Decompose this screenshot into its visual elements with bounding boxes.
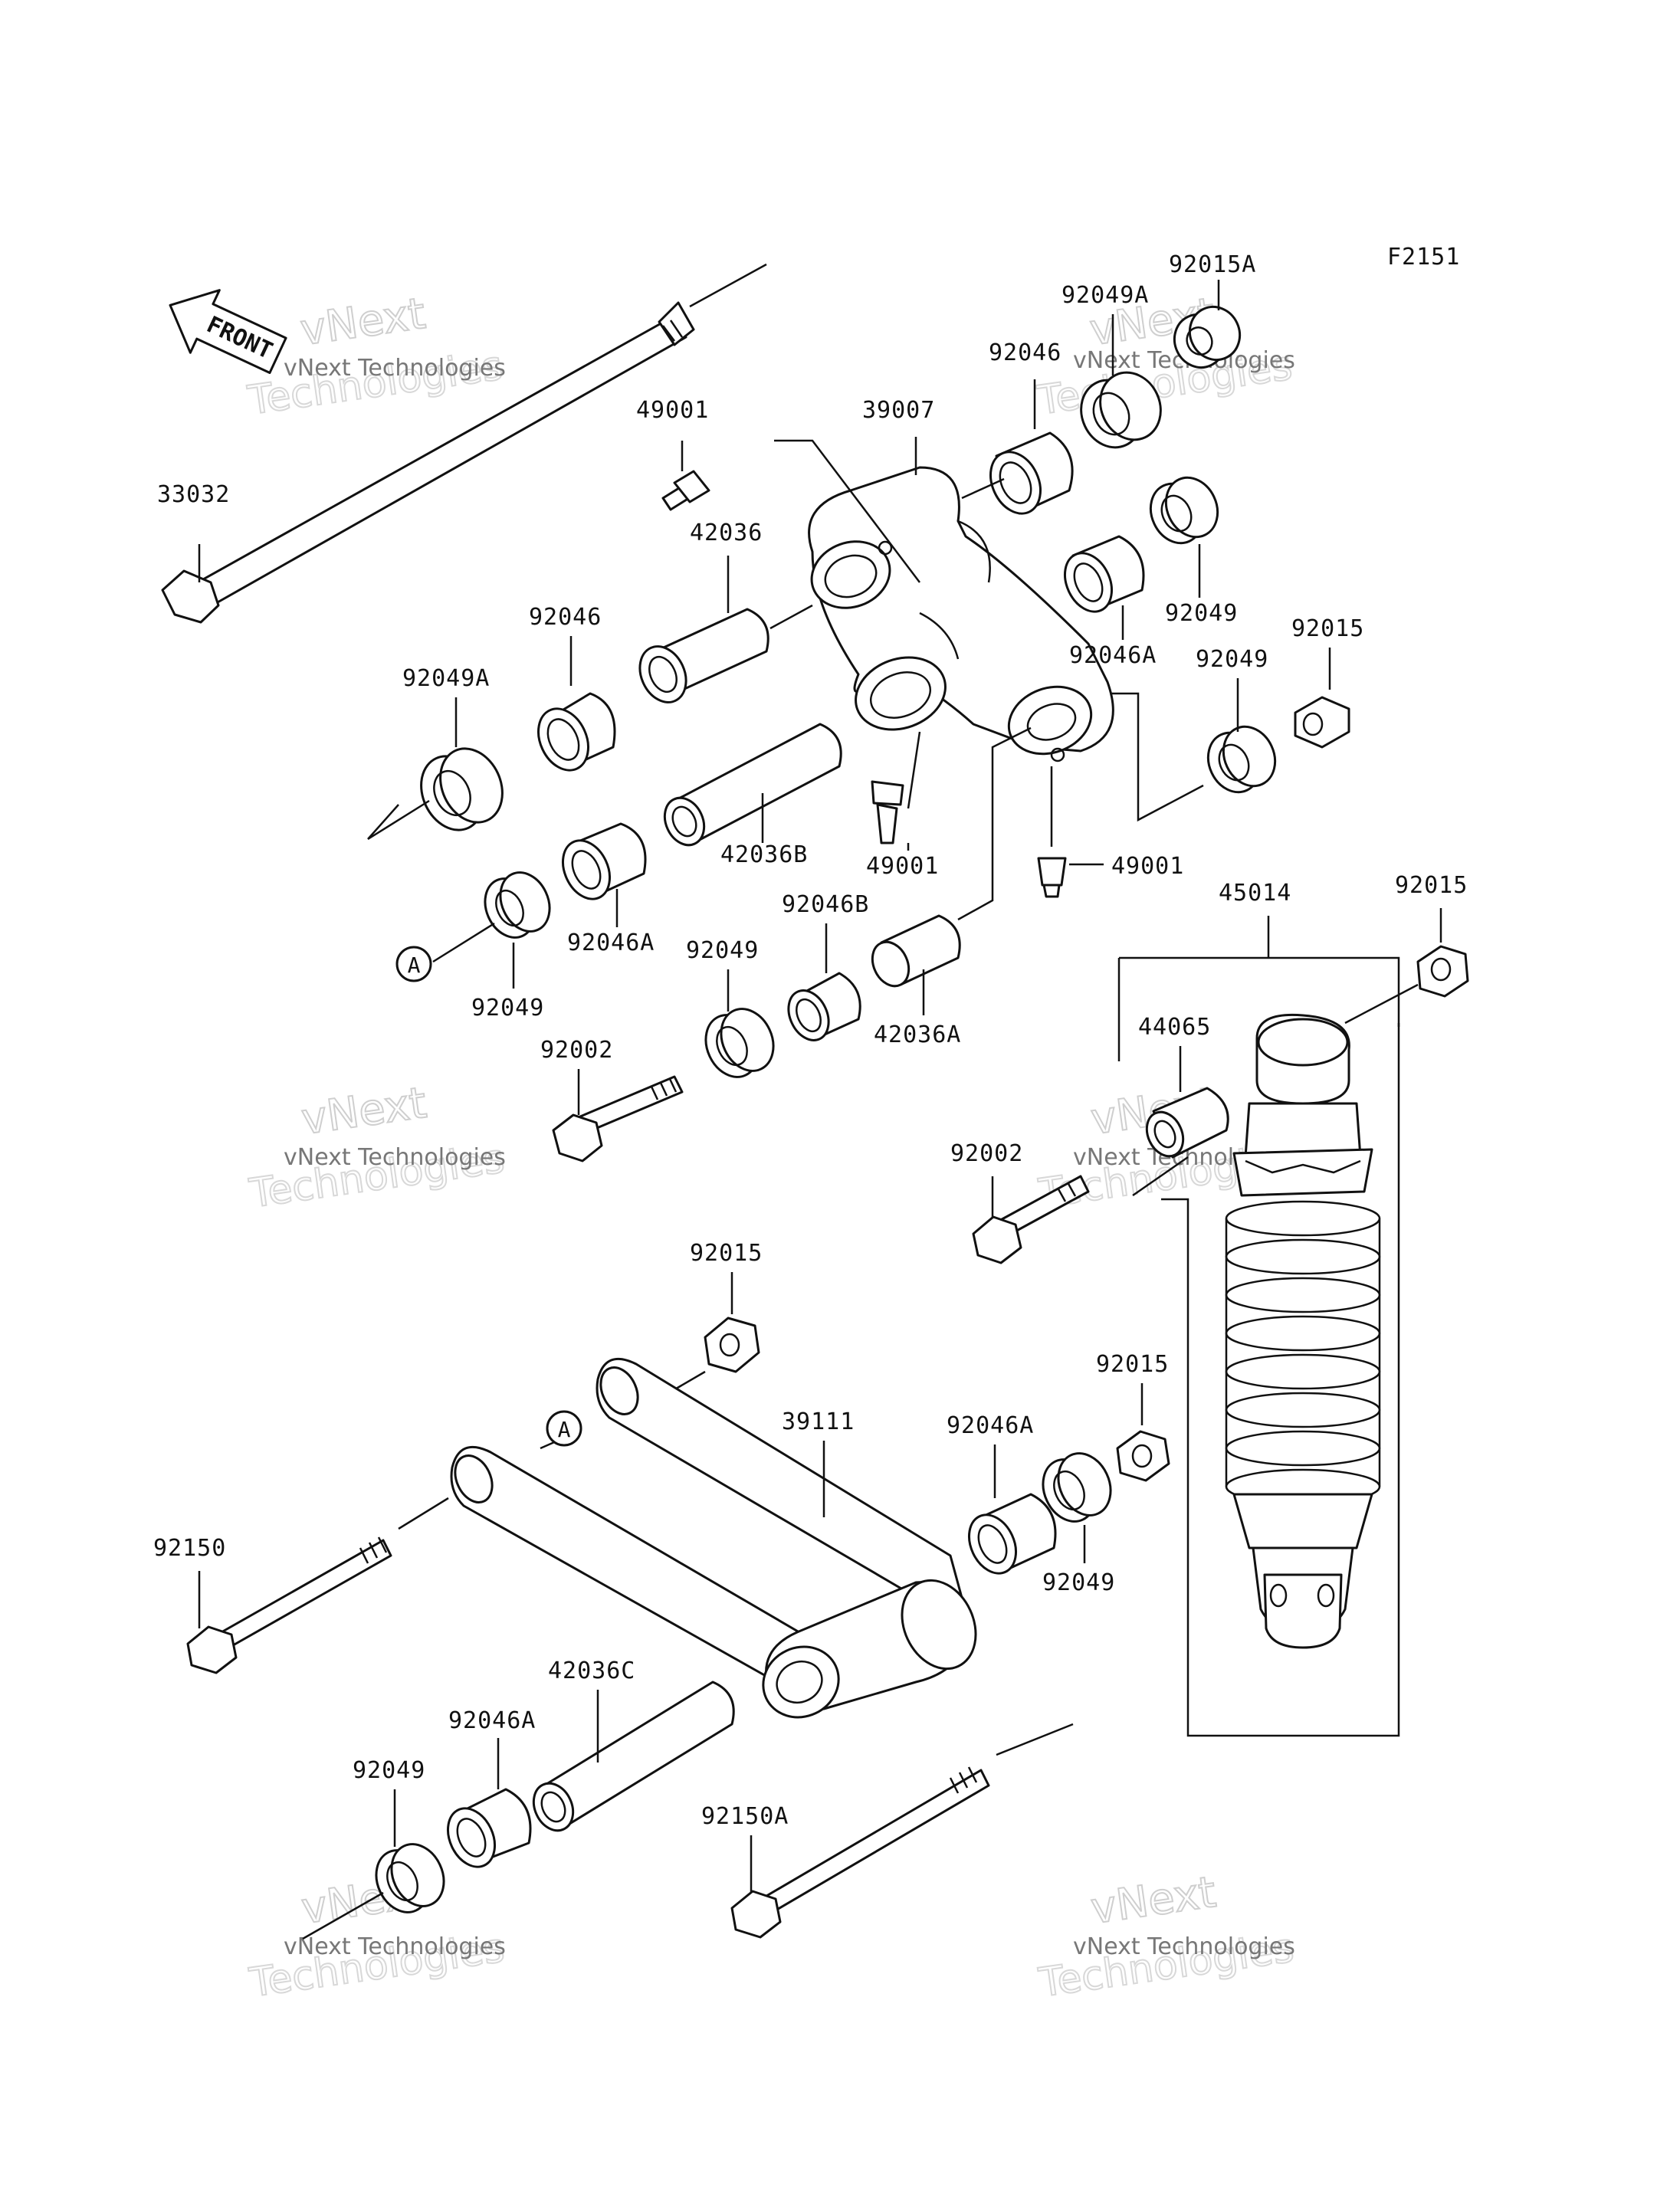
bolt-92002-left (552, 1075, 684, 1162)
part-label-42036B: 42036B (720, 841, 808, 868)
part-label-92049-bottom: 92049 (353, 1757, 425, 1784)
watermark-bottom-right: vNext Technologies (1035, 1867, 1298, 2008)
collar-92049-right2 (1206, 725, 1277, 794)
part-label-44065: 44065 (1138, 1014, 1211, 1041)
part-label-92015A: 92015A (1169, 251, 1256, 278)
part-label-92002-right: 92002 (950, 1140, 1023, 1167)
collar-92049A-left (420, 747, 504, 831)
collar-92049-bottom (375, 1843, 445, 1913)
needle-bearing-92046A-bottom (447, 1788, 532, 1868)
watermark-bottom-left: vNext Technologies (246, 1867, 508, 2008)
part-label-92046A-right: 92046A (1069, 642, 1157, 669)
part-label-49001-a: 49001 (636, 397, 709, 424)
part-label-92150A: 92150A (701, 1803, 789, 1830)
part-label-92049A-top: 92049A (1061, 282, 1149, 309)
needle-bearing-92046B (787, 972, 861, 1041)
bolt-92002-right (972, 1175, 1090, 1264)
part-label-42036A: 42036A (874, 1021, 961, 1048)
nut-92015-mid (704, 1317, 760, 1373)
collar-92049A-top (1080, 371, 1162, 449)
grease-nipple-49001-a (661, 470, 710, 511)
part-label-49001-c: 49001 (1111, 853, 1184, 880)
part-label-92150: 92150 (153, 1535, 226, 1562)
needle-bearing-92046A-right (1064, 535, 1145, 613)
part-label-42036: 42036 (690, 520, 763, 546)
grease-nipple-49001-b (871, 780, 904, 844)
watermark-text: vNext (297, 289, 428, 356)
collar-92049-low (1042, 1452, 1112, 1523)
watermark-text: vNext Technologies (284, 1144, 506, 1171)
nut-92015-shock (1416, 945, 1469, 998)
part-label-92049-right2: 92049 (1196, 646, 1268, 673)
nut-92015-low (1116, 1430, 1170, 1482)
part-label-92015-low: 92015 (1096, 1351, 1169, 1378)
needle-bearing-92046-top (989, 431, 1074, 515)
part-label-39111: 39111 (782, 1408, 855, 1435)
sleeve-42036C (532, 1681, 735, 1832)
part-label-92049-right: 92049 (1165, 600, 1238, 627)
part-label-39007: 39007 (862, 397, 935, 424)
cap-92015A (1173, 306, 1242, 369)
tie-rod-39111 (450, 1357, 977, 1719)
watermark-text: vNext (1088, 1867, 1219, 1934)
part-label-49001-b: 49001 (866, 853, 939, 880)
diagram-code: F2151 (1387, 244, 1460, 271)
front-arrow-icon: FRONT (169, 289, 287, 374)
watermark-text: vNext (298, 1078, 429, 1145)
collar-92049-left (484, 871, 551, 939)
bolt-92150A (730, 1766, 990, 1939)
part-label-33032: 33032 (157, 481, 230, 508)
svg-text:A: A (408, 953, 421, 978)
watermark-text: vNext Technologies (284, 1933, 506, 1960)
svg-text:A: A (558, 1417, 571, 1442)
watermark-text: vNext Technologies (284, 355, 506, 382)
sleeve-42036 (638, 608, 769, 703)
part-label-92046A-left: 92046A (567, 930, 655, 956)
needle-bearing-92046A-low (968, 1493, 1057, 1575)
part-label-92049-low: 92049 (1042, 1569, 1115, 1596)
part-label-92049-mid: 92049 (686, 937, 759, 964)
collar-44065 (1145, 1087, 1229, 1159)
part-label-92015-mid: 92015 (690, 1240, 763, 1267)
sleeve-42036B (663, 723, 842, 847)
part-label-92046A-bottom: 92046A (448, 1707, 536, 1734)
reference-marker-a-top: A (395, 946, 432, 982)
part-label-92046A-low: 92046A (947, 1412, 1034, 1439)
needle-bearing-92046-left (537, 692, 616, 772)
part-label-92049A-left: 92049A (402, 665, 490, 692)
watermark-mid-left: vNext Technologies (246, 1077, 508, 1218)
part-label-92046-left: 92046 (529, 604, 602, 631)
shock-absorber-45014 (1117, 916, 1400, 1737)
part-label-92002-left: 92002 (540, 1037, 613, 1064)
rocker-arm-39007 (808, 466, 1114, 762)
sleeve-42036A (871, 914, 961, 988)
part-label-92046-top: 92046 (989, 339, 1061, 366)
part-label-92015-shock: 92015 (1395, 872, 1468, 899)
grease-nipple-49001-c (1037, 857, 1067, 898)
reference-marker-a-bottom: A (546, 1410, 582, 1447)
nut-92015-right (1294, 696, 1350, 749)
bolt-92150 (186, 1536, 392, 1674)
part-label-92015-right: 92015 (1291, 615, 1364, 642)
collar-92049-right (1149, 476, 1219, 545)
part-label-92049-left: 92049 (471, 995, 544, 1021)
part-label-42036C: 42036C (548, 1658, 635, 1684)
pivot-shaft-33032 (161, 263, 767, 624)
collar-92049-mid (704, 1008, 775, 1078)
part-label-92046B: 92046B (782, 891, 869, 918)
needle-bearing-92046A-left (562, 822, 647, 900)
watermark-text: vNext Technologies (1073, 1933, 1295, 1960)
part-label-45014: 45014 (1219, 880, 1291, 907)
